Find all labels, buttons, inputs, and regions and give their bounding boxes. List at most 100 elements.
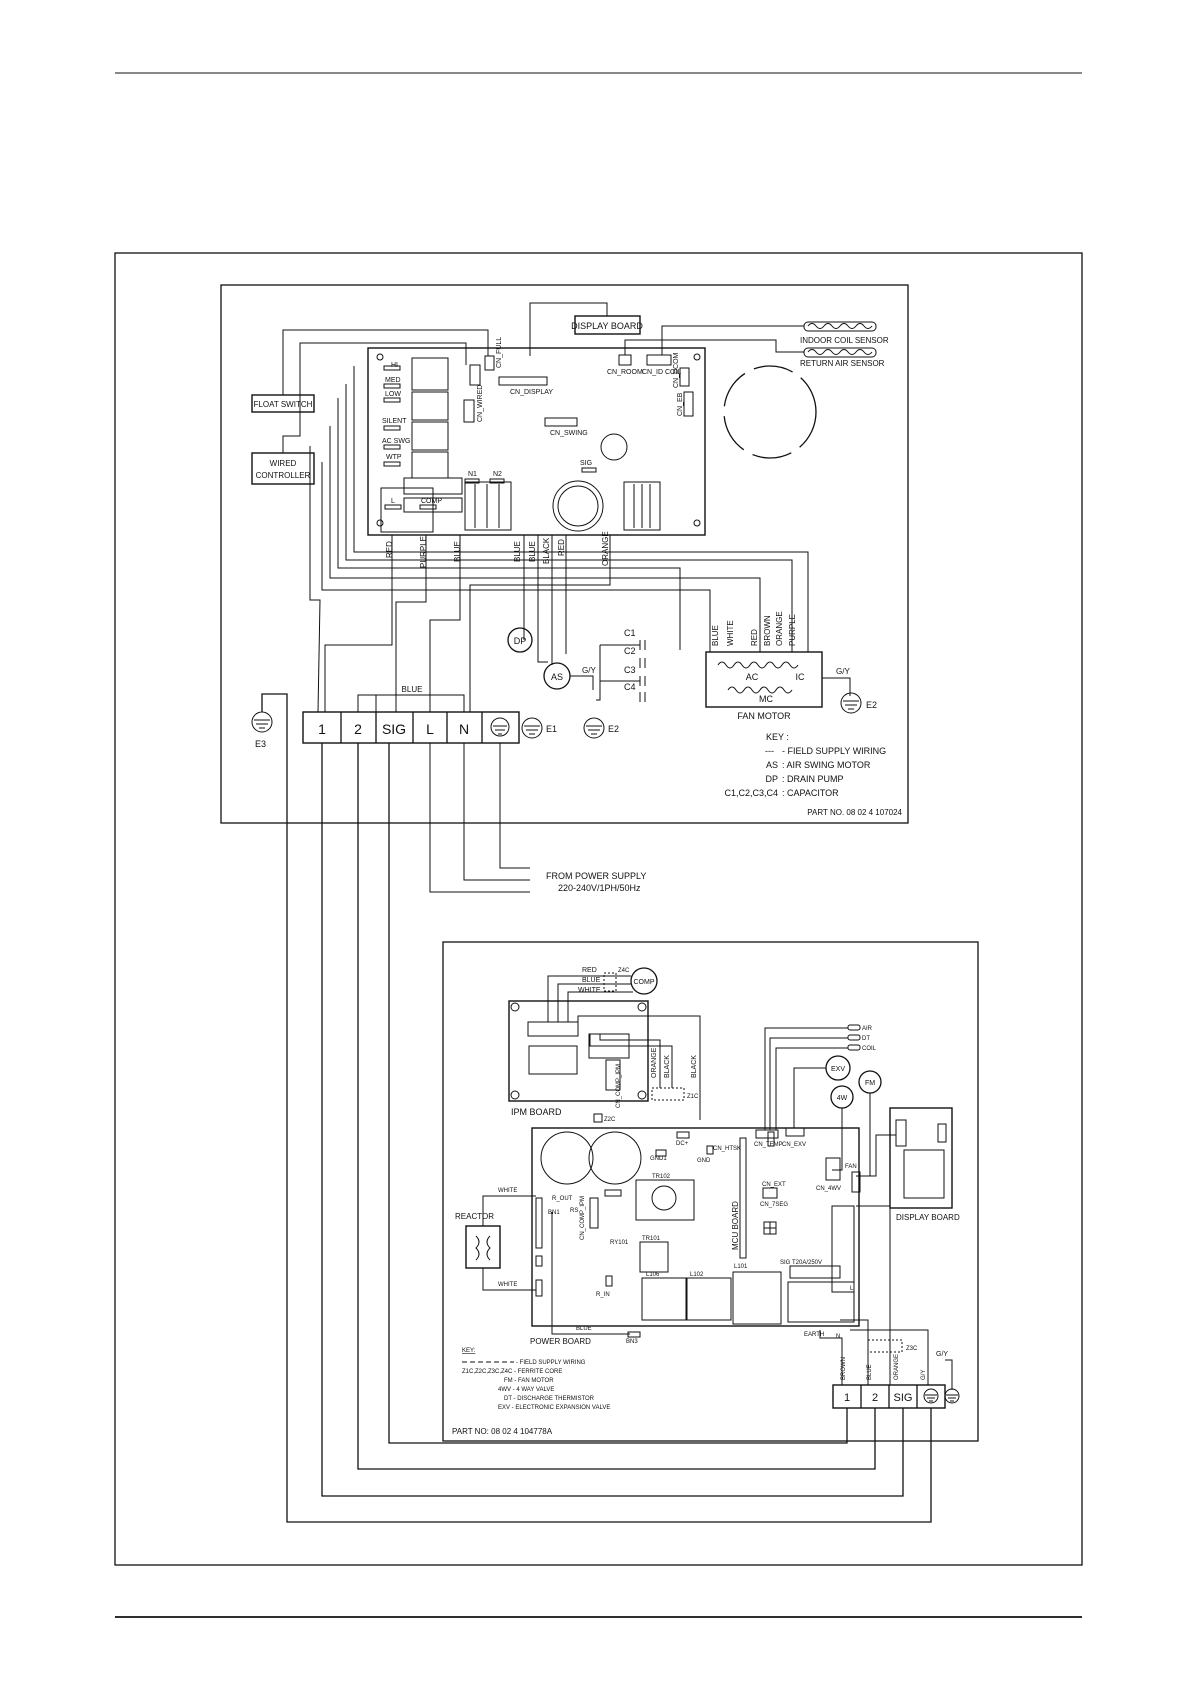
label-display-board: DISPLAY BOARD xyxy=(571,321,643,331)
label-cn-id-coil: CN_ID COIL xyxy=(642,369,681,376)
label-coil: COIL xyxy=(862,1046,877,1052)
label-e3: E3 xyxy=(255,739,266,749)
label-fuse: T20A/250V xyxy=(792,1260,822,1266)
label-wtp: WTP xyxy=(386,454,402,461)
label-exv: EXV xyxy=(831,1066,845,1073)
label-as: AS xyxy=(551,672,563,682)
label-gy-fm: G/Y xyxy=(836,667,850,676)
label-fm: FM xyxy=(865,1080,875,1087)
terminal-earth-icon xyxy=(490,717,510,737)
indoor-key-dash: --- xyxy=(765,746,774,756)
label-wired-1: WIRED xyxy=(270,459,297,468)
wire-blue-2: BLUE xyxy=(513,541,522,562)
label-indoor-coil-sensor: INDOOR COIL SENSOR xyxy=(800,336,889,345)
drain-pump xyxy=(507,627,533,653)
label-gnd1: GND1 xyxy=(650,1156,667,1162)
label-sig-pb: SIG xyxy=(780,1260,791,1266)
label-dc-plus: DC+ xyxy=(676,1141,689,1147)
label-l106: L106 xyxy=(646,1272,660,1278)
label-r-out: R_OUT xyxy=(552,1196,573,1202)
wire-purple: PURPLE xyxy=(419,536,428,568)
power-supply-1: FROM POWER SUPPLY xyxy=(546,871,646,881)
label-l-pb: L xyxy=(850,1286,854,1292)
label-comp-pcb: COMP xyxy=(421,498,442,505)
label-cn-dcom: CN_DCOM xyxy=(673,352,680,388)
label-comp: COMP xyxy=(634,979,655,986)
label-r-in: R_IN xyxy=(596,1292,610,1298)
indoor-key-field: - FIELD SUPPLY WIRING xyxy=(782,746,886,756)
label-gy-as: G/Y xyxy=(582,666,596,675)
wire-blue-3: BLUE xyxy=(528,541,537,562)
outdoor-earth-icon xyxy=(944,1388,960,1404)
label-hi: HI xyxy=(391,362,398,369)
label-bn3: BN3 xyxy=(626,1339,638,1345)
label-earth-pb: EARTH xyxy=(804,1332,824,1338)
label-e1: E1 xyxy=(546,724,557,734)
label-ipm-board: IPM BOARD xyxy=(511,1107,562,1117)
label-orange-t: ORANGE xyxy=(894,1354,900,1380)
label-float-switch: FLOAT SWITCH xyxy=(254,400,313,409)
indoor-key-title: KEY : xyxy=(766,732,789,742)
label-rs: RS xyxy=(570,1208,578,1214)
fm-orange: ORANGE xyxy=(775,611,784,646)
indoor-key-as: AS xyxy=(766,760,778,770)
label-gnd: GND xyxy=(697,1158,711,1164)
label-z3c: Z3C xyxy=(906,1346,918,1352)
label-air: AIR xyxy=(862,1026,873,1032)
label-black-2: BLACK xyxy=(691,1055,698,1078)
indoor-unit: HI MED LOW SILENT AC SWG WTP N1 N2 SIG L… xyxy=(220,284,909,824)
label-cn-swing: CN_SWING xyxy=(550,430,588,437)
label-mcu-board: MCU BOARD xyxy=(731,1201,740,1250)
indoor-key-c: C1,C2,C3,C4 xyxy=(724,788,778,798)
earth-e2 xyxy=(583,717,605,739)
label-reactor: REACTOR xyxy=(455,1212,494,1221)
outdoor-display-board xyxy=(889,1107,953,1209)
label-n2: N2 xyxy=(493,471,502,478)
label-cn-exv: CN_EXV xyxy=(782,1142,806,1148)
indoor-terminal-block xyxy=(302,711,520,744)
label-z1c: Z1C xyxy=(687,1094,699,1100)
wired-controller-box xyxy=(251,452,315,485)
label-ac-swg: AC SWG xyxy=(382,438,410,445)
label-cn-eb: CN_EB xyxy=(677,392,684,416)
indoor-part-no: PART NO. 08 02 4 107024 xyxy=(807,808,902,817)
fm-purple: PURPLE xyxy=(788,614,797,646)
outdoor-key-dt: DT - DISCHARGE THERMISTOR xyxy=(504,1396,595,1402)
outdoor-terminal-1: 1 xyxy=(844,1392,850,1404)
fm-blue: BLUE xyxy=(711,625,720,646)
label-cn-7seg: CN_7SEG xyxy=(760,1202,788,1208)
outdoor-unit-frame xyxy=(442,941,979,1442)
indoor-key-dp: DP xyxy=(765,774,778,784)
label-c1: C1 xyxy=(624,628,636,638)
outdoor-terminal-sig: SIG xyxy=(894,1392,913,1404)
interconnect-wiring xyxy=(261,693,932,1523)
outdoor-key-fm: FM - FAN MOTOR xyxy=(504,1378,554,1384)
label-e2-fm: E2 xyxy=(866,700,877,710)
outer-frame xyxy=(114,252,1083,1566)
label-n-pb: N xyxy=(836,1334,840,1340)
fm-white: WHITE xyxy=(726,620,735,646)
compressor xyxy=(630,967,658,995)
wire-black: BLACK xyxy=(542,537,551,564)
label-l101: L101 xyxy=(734,1264,748,1270)
label-c3: C3 xyxy=(624,665,636,675)
fan-motor-box xyxy=(705,651,823,708)
label-display-board-outdoor: DISPLAY BOARD xyxy=(896,1213,960,1222)
wire-blue-1: BLUE xyxy=(453,541,462,562)
label-orange: ORANGE xyxy=(651,1047,658,1078)
label-med: MED xyxy=(385,377,401,384)
label-c2: C2 xyxy=(624,646,636,656)
label-cn-room: CN_ROOM xyxy=(607,369,643,376)
earth-e2-fm xyxy=(840,692,862,714)
label-cn-display: CN_DISPLAY xyxy=(510,389,553,396)
label-blue-bn3: BLUE xyxy=(576,1326,592,1332)
label-wired-2: CONTROLLER xyxy=(256,471,311,480)
label-white: WHITE xyxy=(578,987,601,994)
terminal-l: L xyxy=(426,721,434,737)
label-e2: E2 xyxy=(608,724,619,734)
indoor-pcb xyxy=(367,347,706,536)
label-blue-t: BLUE xyxy=(867,1364,873,1380)
indoor-key-as-desc: : AIR SWING MOTOR xyxy=(782,760,871,770)
power-board xyxy=(531,1127,860,1327)
earth-e1 xyxy=(521,717,543,739)
